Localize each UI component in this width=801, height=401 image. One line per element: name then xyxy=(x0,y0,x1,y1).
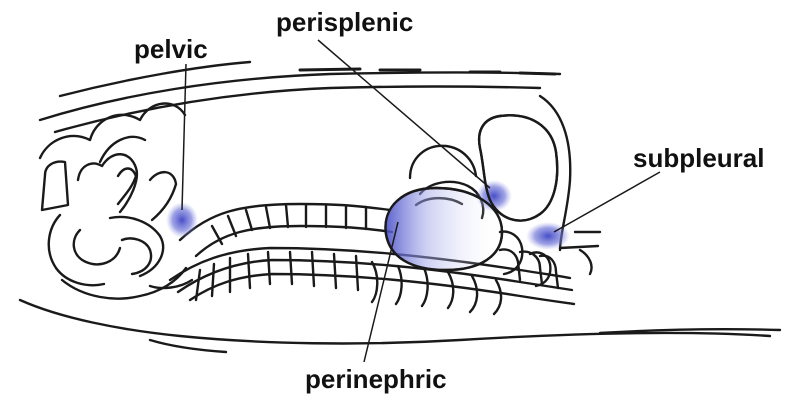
perinephric-leader xyxy=(364,222,398,362)
perisplenic-label: perisplenic xyxy=(276,9,413,35)
back-contour-line xyxy=(40,73,560,121)
perisplenic-leader xyxy=(318,40,490,188)
pelvic-label: pelvic xyxy=(134,36,208,62)
belly-outline xyxy=(20,300,770,343)
back-contour-line-2 xyxy=(55,87,540,133)
subpleural-label: subpleural xyxy=(633,145,764,171)
perinephric-label: perinephric xyxy=(305,366,447,392)
pelvic-leader xyxy=(182,64,186,210)
spine-upper xyxy=(180,204,390,240)
spinal-cord-lower xyxy=(178,260,572,292)
